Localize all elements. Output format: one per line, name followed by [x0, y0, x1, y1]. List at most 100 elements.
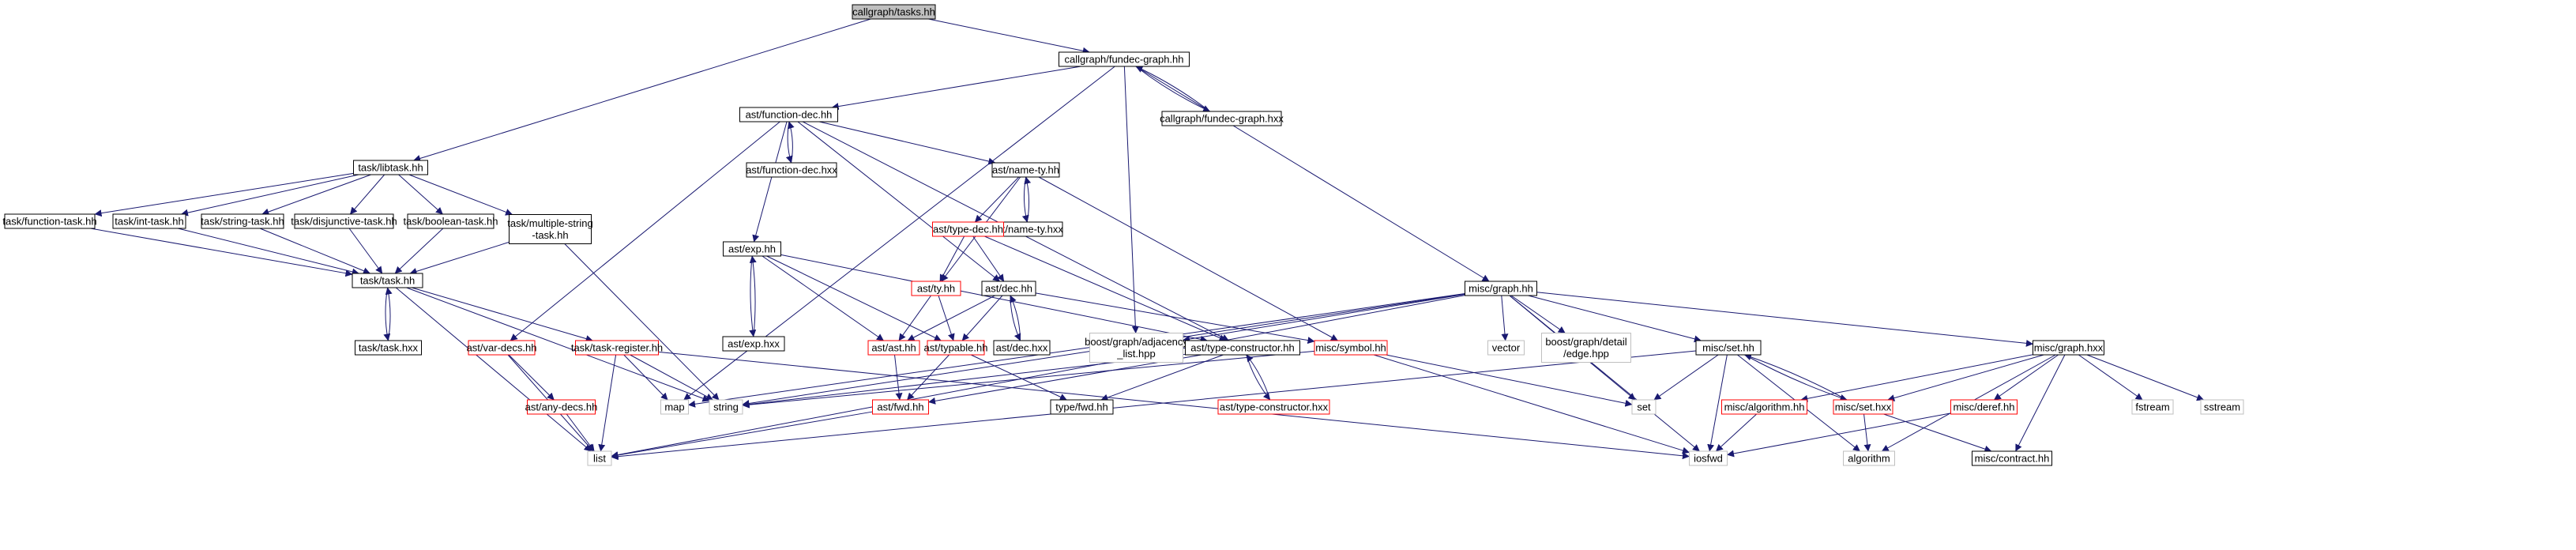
- node-n19[interactable]: ast/function-dec.hxx: [746, 162, 837, 178]
- node-label-n35: misc/symbol.hh: [1315, 342, 1386, 354]
- edge-n43-to-n44: [1715, 413, 1758, 452]
- node-box-n18: [739, 107, 838, 122]
- edge-n36-to-n3: [1135, 66, 1210, 112]
- node-box-n43: [1721, 399, 1807, 415]
- node-n6[interactable]: task/string-task.hh: [201, 213, 284, 229]
- node-n45[interactable]: algorithm: [1843, 450, 1895, 466]
- edge-n27-to-n30: [894, 354, 903, 401]
- edge-n4-to-n10: [90, 228, 353, 277]
- node-n12[interactable]: ast/var-decs.hh: [467, 340, 537, 356]
- node-n15[interactable]: map: [660, 399, 689, 415]
- edge-n35-to-n44: [1373, 354, 1690, 454]
- node-n25[interactable]: ast/exp.hh: [723, 241, 781, 257]
- node-n37[interactable]: misc/graph.hh: [1465, 281, 1537, 296]
- node-n7[interactable]: task/disjunctive-task.hh: [291, 213, 397, 229]
- edge-n35-to-n41: [1386, 354, 1633, 407]
- edge-n25-to-n33: [780, 254, 1208, 343]
- edge-n22-to-n24: [972, 235, 1005, 282]
- edge-n18-to-n20: [818, 121, 996, 165]
- node-label-n24: ast/dec.hh: [985, 283, 1032, 295]
- node-n43[interactable]: misc/algorithm.hh: [1721, 399, 1807, 415]
- edge-n24-to-n35: [1035, 292, 1315, 345]
- edge-n34-to-n33: [1246, 354, 1271, 401]
- node-n36[interactable]: callgraph/fundec-graph.hxx: [1160, 111, 1284, 126]
- node-n26[interactable]: ast/exp.hxx: [722, 336, 785, 352]
- edge-n47-to-n48: [1993, 354, 2059, 401]
- node-n39[interactable]: boost/graph/detail/edge.hpp: [1541, 333, 1631, 363]
- edges-layer: [90, 18, 2205, 461]
- node-n20[interactable]: ast/name-ty.hh: [991, 162, 1060, 178]
- node-n11[interactable]: task/task.hxx: [355, 340, 422, 356]
- node-n35[interactable]: misc/symbol.hh: [1314, 340, 1388, 356]
- node-label-n9: task/multiple-string-task.hh: [507, 217, 592, 241]
- node-n33[interactable]: ast/type-constructor.hh: [1185, 340, 1300, 356]
- node-box-n14: [527, 399, 596, 415]
- edge-n6-to-n10: [259, 228, 370, 274]
- node-n1[interactable]: callgraph/tasks.hh: [852, 4, 936, 20]
- node-n32[interactable]: boost/graph/adjacency_list.hpp: [1085, 333, 1188, 363]
- node-n21[interactable]: ast/name-ty.hxx: [991, 221, 1063, 237]
- edge-n26-to-n25: [749, 255, 757, 337]
- node-n38[interactable]: vector: [1487, 340, 1525, 356]
- node-n17[interactable]: list: [587, 450, 612, 466]
- edge-n37-to-n17: [611, 295, 1465, 459]
- edge-n3-to-n37: [1135, 66, 1490, 282]
- node-label-n25: ast/exp.hh: [728, 243, 776, 255]
- node-n18[interactable]: ast/function-dec.hh: [739, 107, 838, 122]
- node-n29[interactable]: ast/dec.hxx: [993, 340, 1051, 356]
- node-n14[interactable]: ast/any-decs.hh: [525, 399, 598, 415]
- node-n3[interactable]: callgraph/fundec-graph.hh: [1059, 51, 1190, 67]
- node-n34[interactable]: ast/type-constructor.hxx: [1217, 399, 1330, 415]
- edge-n18-to-n25: [752, 121, 788, 243]
- node-box-n1: [852, 4, 936, 20]
- edge-n47-to-n46: [2015, 354, 2066, 452]
- node-label-n40: misc/set.hh: [1702, 342, 1754, 354]
- node-n47[interactable]: misc/graph.hxx: [2033, 340, 2104, 356]
- edge-n42-to-n40: [1744, 353, 1848, 401]
- node-label-n34: ast/type-constructor.hxx: [1220, 401, 1329, 413]
- node-n4[interactable]: task/function-task.hh: [2, 213, 97, 229]
- node-n8[interactable]: task/boolean-task.hh: [404, 213, 498, 229]
- edge-n11-to-n10: [385, 287, 393, 341]
- node-n50[interactable]: sstream: [2200, 399, 2244, 415]
- node-n44[interactable]: iosfwd: [1689, 450, 1728, 466]
- node-n49[interactable]: fstream: [2131, 399, 2174, 415]
- node-n9[interactable]: task/multiple-string-task.hh: [507, 214, 593, 244]
- node-n5[interactable]: task/int-task.hh: [112, 213, 186, 229]
- node-label-n32: boost/graph/adjacency_list.hpp: [1085, 336, 1188, 360]
- node-n2[interactable]: task/libtask.hh: [353, 160, 428, 175]
- node-box-n39: [1541, 333, 1631, 363]
- node-n22[interactable]: ast/type-dec.hh: [932, 221, 1004, 237]
- node-n30[interactable]: ast/fwd.hh: [872, 399, 929, 415]
- node-n48[interactable]: misc/deref.hh: [1950, 399, 2018, 415]
- node-n31[interactable]: type/fwd.hh: [1050, 399, 1114, 415]
- node-n28[interactable]: ast/typable.hh: [924, 340, 988, 356]
- node-n40[interactable]: misc/set.hh: [1695, 340, 1762, 356]
- node-label-n31: type/fwd.hh: [1055, 401, 1108, 413]
- node-label-n37: misc/graph.hh: [1469, 283, 1533, 295]
- node-box-n2: [353, 160, 428, 175]
- node-n42[interactable]: misc/set.hxx: [1833, 399, 1893, 415]
- edge-n23-to-n28: [938, 295, 955, 341]
- edge-n13-to-n44: [658, 351, 1690, 460]
- edge-n24-to-n27: [907, 295, 995, 341]
- node-n23[interactable]: ast/ty.hh: [911, 281, 961, 296]
- node-n13[interactable]: task/task-register.hh: [571, 340, 663, 356]
- node-box-n45: [1843, 450, 1895, 466]
- edge-n5-to-n10: [178, 228, 359, 276]
- node-label-n19: ast/function-dec.hxx: [746, 164, 837, 176]
- node-box-n31: [1050, 399, 1114, 415]
- node-box-n6: [201, 213, 284, 229]
- node-n16[interactable]: string: [709, 399, 743, 415]
- node-n10[interactable]: task/task.hh: [352, 273, 423, 288]
- node-label-n46: misc/contract.hh: [1975, 453, 2050, 465]
- node-n27[interactable]: ast/ast.hh: [867, 340, 920, 356]
- node-box-n46: [1972, 450, 2052, 466]
- node-n24[interactable]: ast/dec.hh: [981, 281, 1036, 296]
- node-label-n3: callgraph/fundec-graph.hh: [1064, 54, 1183, 66]
- node-box-n27: [867, 340, 920, 356]
- edge-n1-to-n2: [413, 18, 871, 162]
- node-n41[interactable]: set: [1631, 399, 1657, 415]
- node-n46[interactable]: misc/contract.hh: [1972, 450, 2052, 466]
